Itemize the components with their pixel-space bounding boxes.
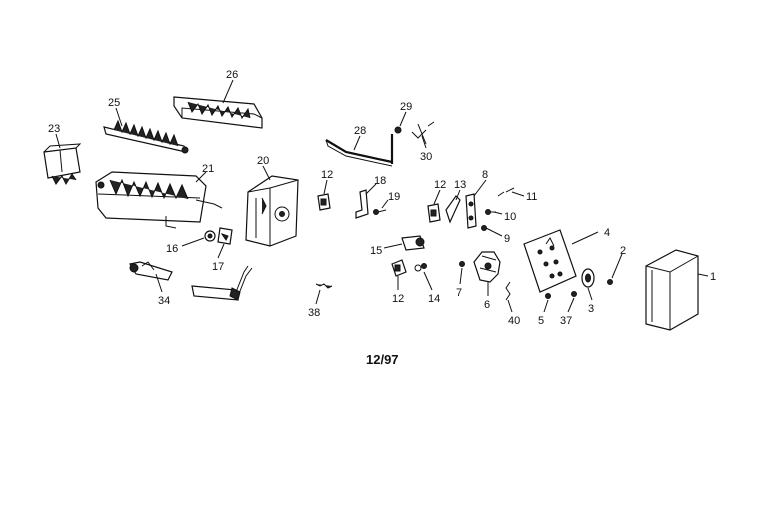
callout-5: 5 (538, 315, 544, 327)
leader-12a (323, 179, 328, 195)
leader-29 (399, 111, 407, 127)
leader-8 (473, 179, 487, 197)
part-5-screw (545, 293, 551, 299)
callout-15: 15 (370, 245, 382, 257)
callout-6: 6 (484, 299, 490, 311)
part-34-fill-tube (129, 261, 173, 281)
part-13-insulator (445, 195, 461, 224)
callout-25: 25 (108, 97, 120, 109)
callout-11: 11 (526, 191, 537, 203)
leader-38 (315, 289, 321, 305)
callout-9: 9 (504, 233, 510, 245)
part-6-timing-gear (473, 251, 501, 283)
leader-23 (55, 133, 61, 149)
leader-19 (381, 199, 389, 209)
part-21-ice-mold (95, 171, 223, 229)
leader-2 (611, 253, 623, 279)
part-26-cover (173, 96, 263, 129)
wiring-harness-tube (191, 265, 253, 301)
part-11-screw (497, 187, 515, 197)
leader-1 (697, 273, 709, 277)
callout-20: 20 (257, 155, 269, 167)
part-3-knob (581, 268, 595, 288)
callout-12a: 12 (321, 169, 333, 181)
part-17-shutoff-cam (217, 227, 233, 245)
part-12-switch-middle (427, 203, 441, 223)
leader-5 (543, 299, 549, 313)
leader-18 (365, 183, 377, 195)
leader-20 (262, 165, 271, 181)
leader-3 (587, 287, 593, 301)
part-20-control-housing (245, 175, 299, 247)
part-18-bracket (355, 189, 369, 219)
callout-26: 26 (226, 69, 238, 81)
callout-14: 14 (428, 293, 440, 305)
callout-13: 13 (454, 179, 466, 191)
callout-37: 37 (560, 315, 572, 327)
callout-30: 30 (420, 151, 432, 163)
leader-9 (493, 231, 503, 237)
part-25-ejector (103, 119, 189, 154)
callout-17: 17 (212, 261, 224, 273)
callout-23: 23 (48, 123, 60, 135)
part-8-contact (465, 193, 477, 229)
part-1-front-cover (645, 249, 699, 331)
part-19-screw (373, 209, 387, 215)
callout-28: 28 (354, 125, 366, 137)
part-16-cam (204, 230, 216, 242)
leader-12b (433, 189, 441, 205)
callout-4: 4 (604, 227, 610, 239)
callout-18: 18 (374, 175, 386, 187)
part-29-retainer (394, 121, 435, 145)
date-code: 12/97 (366, 352, 399, 367)
callout-7: 7 (456, 287, 462, 299)
leader-30 (421, 135, 427, 149)
leader-25 (115, 107, 123, 127)
callout-21: 21 (202, 163, 214, 175)
leader-26 (222, 79, 234, 104)
leader-40 (507, 299, 513, 313)
leader-13 (455, 189, 461, 201)
leader-7 (459, 267, 463, 285)
leader-21 (195, 171, 207, 183)
part-14-spring (414, 263, 427, 272)
callout-2: 2 (620, 245, 626, 257)
callout-34: 34 (158, 295, 170, 307)
part-23-thermostat (43, 143, 82, 186)
callout-8: 8 (482, 169, 488, 181)
callout-29: 29 (400, 101, 412, 113)
leader-10 (493, 211, 503, 215)
leader-37 (567, 297, 575, 313)
leader-28 (353, 135, 361, 151)
callout-16: 16 (166, 243, 178, 255)
callout-19: 19 (388, 191, 400, 203)
leader-34 (155, 273, 163, 293)
callout-1: 1 (710, 271, 716, 283)
part-4-mounting-plate (523, 229, 577, 293)
callout-40: 40 (508, 315, 520, 327)
callout-12c: 12 (392, 293, 404, 305)
part-2-screw (607, 279, 613, 285)
part-9-screw (481, 225, 495, 233)
leader-15 (383, 243, 403, 249)
part-7-screw (459, 261, 465, 267)
callout-38: 38 (308, 307, 320, 319)
part-28-feeler-arm (325, 134, 394, 167)
part-12-switch-lower (391, 259, 407, 277)
leader-11 (511, 191, 525, 197)
part-37-screw (571, 291, 577, 297)
callout-12b: 12 (434, 179, 446, 191)
leader-4 (571, 231, 599, 245)
part-12-switch-left (317, 193, 331, 211)
leader-16 (181, 237, 205, 247)
callout-3: 3 (588, 303, 594, 315)
callout-10: 10 (504, 211, 516, 223)
part-10-screw (485, 209, 496, 215)
part-15-motor (401, 235, 425, 251)
part-40-spring (505, 281, 511, 301)
leader-14 (423, 271, 433, 291)
part-38-clip (315, 283, 333, 289)
leader-17 (217, 243, 225, 259)
